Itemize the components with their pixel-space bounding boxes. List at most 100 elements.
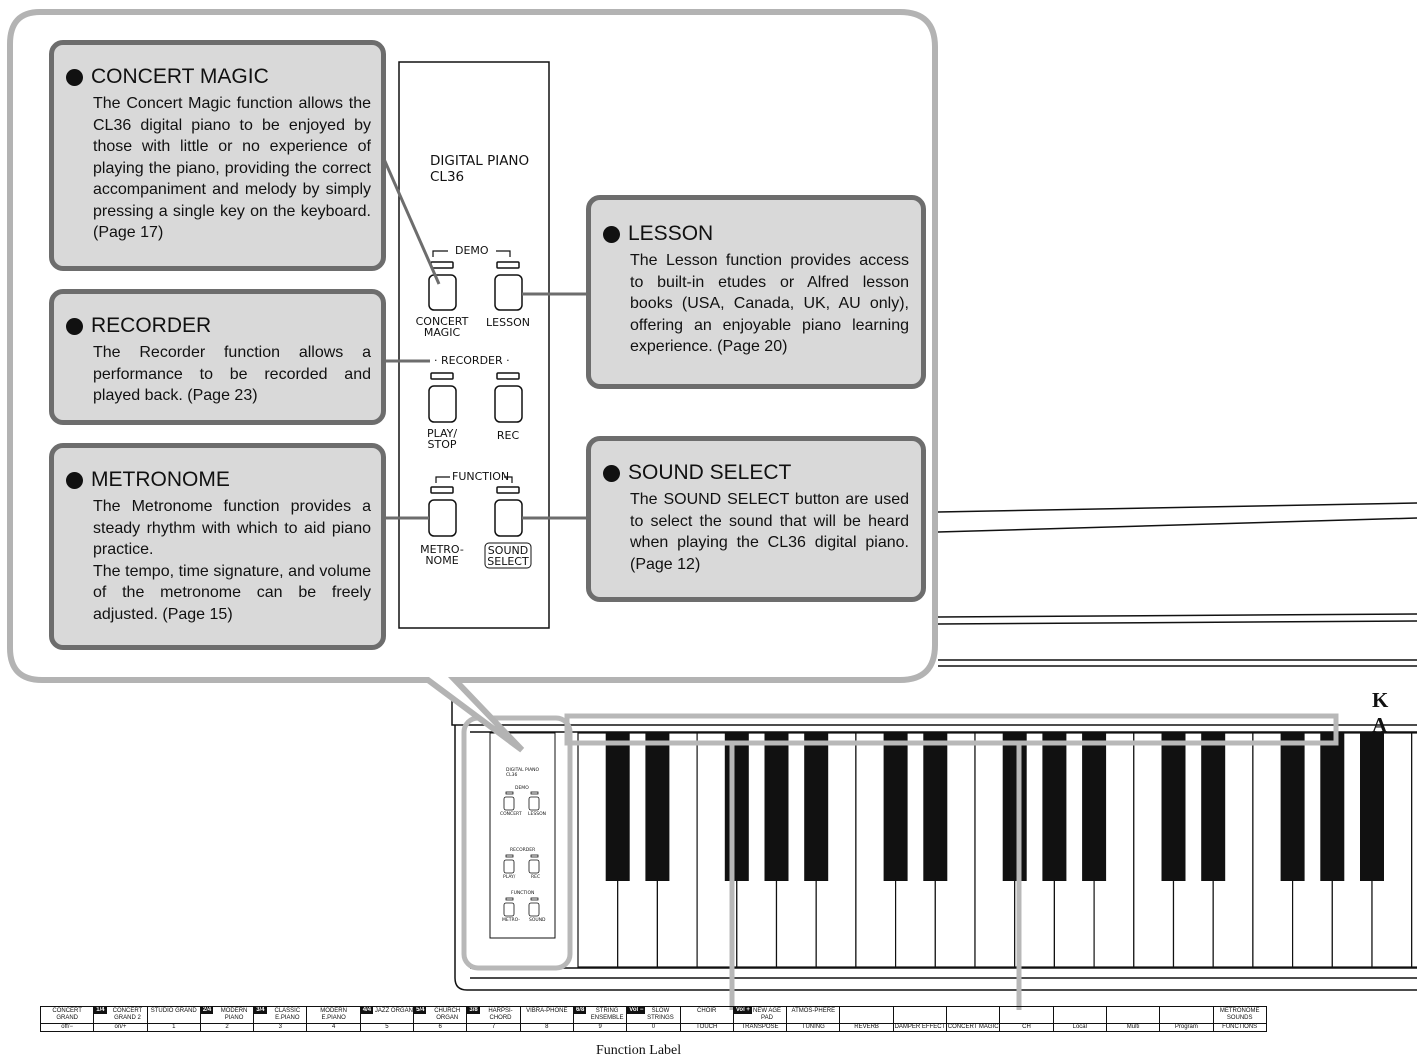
black-key — [1280, 733, 1305, 881]
sound-select-callout: SOUND SELECT The SOUND SELECT button are… — [586, 436, 926, 602]
metronome-label-1: METRO- — [420, 543, 464, 556]
play-stop-label-1: PLAY/ — [426, 427, 458, 440]
concert-magic-title: CONCERT MAGIC — [91, 65, 269, 88]
black-key — [605, 733, 630, 881]
function-label-sound: CHURCH ORGAN — [434, 1008, 461, 1021]
function-label-cell: CHOIR TOUCH — [680, 1007, 734, 1031]
function-label-tag: Vol + — [733, 1007, 752, 1014]
sound-select-title: SOUND SELECT — [628, 461, 792, 484]
highlight-frames — [461, 713, 1339, 1010]
panel-title-line-2: CL36 — [430, 169, 465, 185]
white-key — [1411, 732, 1417, 968]
black-key — [1042, 733, 1067, 881]
small-lesson-label: LESSON — [528, 812, 546, 817]
bullet-icon — [66, 68, 83, 86]
concert-magic-label-1: CONCERT — [415, 315, 469, 328]
demo-section-label: DEMO — [455, 244, 489, 257]
function-label-function: DAMPER EFFECT — [893, 1023, 947, 1030]
metronome-callout: METRONOME The Metronome function provide… — [49, 443, 386, 650]
function-label-function: off/− — [41, 1023, 94, 1031]
function-label-sound: STUDIO GRAND — [150, 1008, 197, 1014]
lesson-callout: LESSON The Lesson function provides acce… — [586, 195, 926, 389]
concert-magic-label-2: MAGIC — [423, 326, 461, 339]
sound-select-label-1: SOUND — [487, 544, 529, 557]
bullet-icon — [66, 471, 83, 489]
function-label-tag: 5/4 — [414, 1007, 427, 1014]
function-label-function: Program — [1160, 1023, 1213, 1031]
recorder-title: RECORDER — [91, 314, 212, 337]
brand-logo-text: K A — [1372, 688, 1393, 737]
panel-title-line-1: DIGITAL PIANO — [430, 153, 530, 169]
small-panel-title: DIGITAL PIANO CL36 — [506, 768, 539, 778]
black-key — [883, 733, 908, 881]
small-rec-label: REC — [531, 875, 541, 880]
function-label-sound: ATMOS-PHERE — [791, 1008, 836, 1014]
black-key — [1002, 733, 1027, 881]
small-panel-title-1: DIGITAL PIANO — [506, 768, 540, 773]
function-label-function: on/+ — [94, 1023, 147, 1031]
function-label-function: 1 — [147, 1023, 200, 1031]
play-stop-button-label: PLAY/ STOP — [397, 428, 487, 450]
play-stop-label-2: STOP — [427, 438, 457, 451]
small-function-label: FUNCTION — [511, 891, 535, 896]
function-label-cell: VIBRA-PHONE 8 — [520, 1007, 574, 1031]
function-label-function: REVERB — [840, 1023, 893, 1031]
metronome-heading: METRONOME — [66, 467, 371, 493]
function-label-function: 8 — [520, 1023, 573, 1031]
function-label-cell: Local — [1053, 1007, 1107, 1031]
concert-magic-button-label: CONCERT MAGIC — [397, 316, 487, 338]
function-label-function: 4 — [307, 1023, 360, 1031]
function-label-sound: VIBRA-PHONE — [526, 1008, 568, 1014]
black-key — [764, 733, 789, 881]
function-label-sound: HARPSI-CHORD — [488, 1008, 513, 1021]
control-panel — [398, 61, 550, 629]
function-label-cell: STUDIO GRAND 1 — [147, 1007, 201, 1031]
function-label-sound: NEW AGE PAD — [753, 1008, 782, 1021]
small-panel-buttons — [503, 791, 540, 917]
small-panel-title-2: CL36 — [506, 773, 518, 778]
small-play-label: PLAY/ — [503, 875, 516, 880]
function-label-cell: REVERB — [840, 1007, 894, 1031]
metronome-button-label: METRO- NOME — [397, 544, 487, 566]
function-label-caption: Function Label — [596, 1043, 682, 1058]
function-label-sound: SLOW STRINGS — [647, 1008, 674, 1021]
metronome-description: The Metronome function provides a steady… — [66, 496, 371, 625]
rec-button-label: REC — [496, 429, 520, 442]
function-label-function: TUNING — [787, 1023, 840, 1031]
function-label-function: Local — [1053, 1023, 1106, 1031]
function-label-sound: STRING ENSEMBLE — [590, 1008, 624, 1021]
function-label-tag: 4/4 — [360, 1007, 374, 1014]
black-key — [923, 733, 948, 881]
piano-lid — [937, 502, 1417, 667]
sound-select-button-label: SOUND SELECT — [463, 545, 553, 567]
lesson-heading: LESSON — [603, 221, 909, 247]
recorder-description: The Recorder function allows a performan… — [93, 344, 371, 404]
black-key — [1320, 733, 1345, 881]
function-label-tag: 3/4 — [254, 1007, 267, 1014]
function-label-sound: CLASSIC E.PIANO — [274, 1008, 301, 1021]
leader-lines — [378, 149, 590, 520]
black-key — [1082, 733, 1107, 881]
function-label-cell: Multi — [1106, 1007, 1161, 1031]
lesson-button-label: LESSON — [486, 316, 530, 329]
function-label-function: FUNCTIONS — [1213, 1023, 1266, 1031]
metronome-title: METRONOME — [91, 468, 230, 491]
function-label-function: TOUCH — [680, 1023, 733, 1031]
black-key — [1201, 733, 1226, 881]
function-label-sound: CHOIR — [697, 1008, 717, 1014]
concert-magic-description: The Concert Magic function allows the CL… — [93, 95, 371, 241]
lesson-description: The Lesson function provides access to b… — [630, 252, 909, 355]
function-label-cell: CONCERT MAGIC — [947, 1007, 1001, 1031]
lesson-title: LESSON — [628, 222, 714, 245]
function-label-tag: 2/4 — [200, 1007, 214, 1014]
function-label-function: Multi — [1106, 1023, 1160, 1031]
panel-model-title: DIGITAL PIANO CL36 — [430, 153, 529, 185]
recorder-section-text: RECORDER — [441, 354, 503, 367]
function-label-function: 6 — [414, 1023, 467, 1031]
